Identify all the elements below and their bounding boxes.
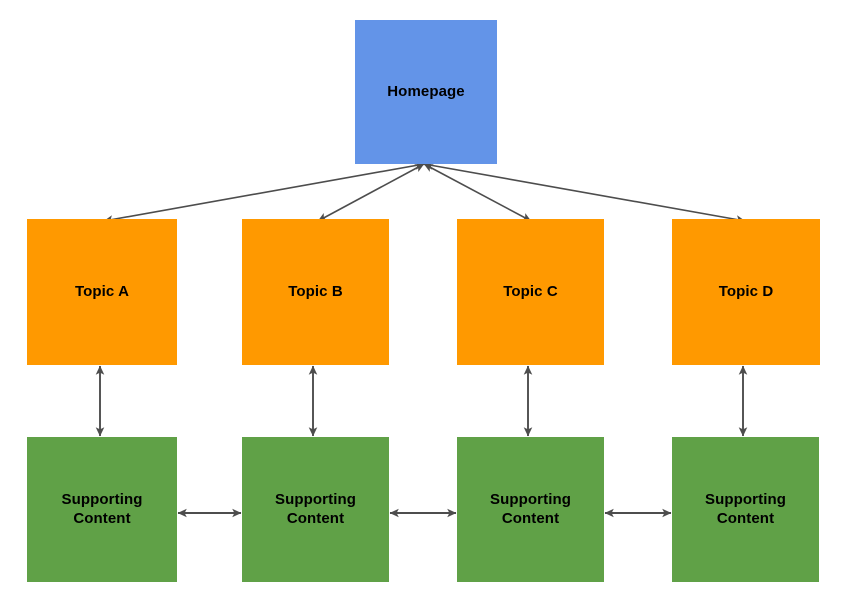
edges-homepage-to-topics [103, 161, 746, 224]
node-supporting-content-1-label: Supporting Content [61, 491, 143, 527]
edges-topic-to-support [95, 365, 748, 437]
node-homepage[interactable]: Homepage [355, 20, 497, 164]
node-homepage-label: Homepage [387, 82, 465, 100]
node-topic-b[interactable]: Topic B [242, 219, 389, 365]
node-topic-a-label: Topic A [74, 282, 130, 300]
node-supporting-content-2[interactable]: Supporting Content [242, 437, 389, 582]
node-topic-d[interactable]: Topic D [672, 219, 820, 365]
node-supporting-content-1[interactable]: Supporting Content [27, 437, 177, 582]
node-supporting-content-3[interactable]: Supporting Content [457, 437, 604, 582]
edge-arrow [103, 161, 425, 224]
node-supporting-content-4-label: Supporting Content [705, 491, 786, 527]
node-topic-d-label: Topic D [718, 282, 774, 300]
node-supporting-content-4[interactable]: Supporting Content [672, 437, 819, 582]
node-topic-c-label: Topic C [503, 282, 558, 300]
node-topic-b-label: Topic B [288, 282, 343, 300]
node-supporting-content-2-label: Supporting Content [275, 491, 356, 527]
node-topic-c[interactable]: Topic C [457, 219, 604, 365]
edge-arrow [423, 161, 746, 224]
edge-arrow [317, 163, 425, 222]
edge-arrow [423, 163, 532, 222]
node-supporting-content-3-label: Supporting Content [490, 491, 571, 527]
node-topic-a[interactable]: Topic A [27, 219, 177, 365]
